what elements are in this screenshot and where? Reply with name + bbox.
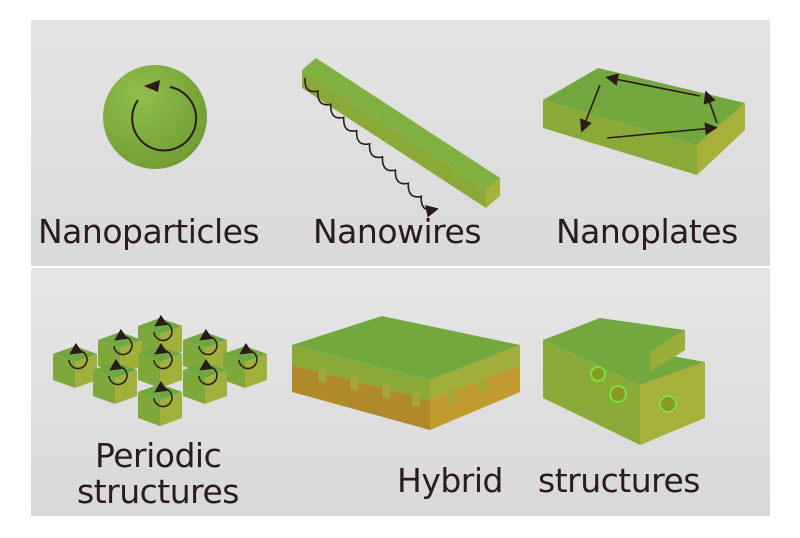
label-structures: structures xyxy=(538,461,700,500)
label-hybrid: Hybrid xyxy=(397,461,503,500)
label-nanoplates: Nanoplates xyxy=(556,212,738,251)
nanoparticle-sphere xyxy=(103,65,207,169)
label-periodic: Periodic xyxy=(95,436,222,475)
nanowire-bar xyxy=(302,58,500,218)
label-nanoparticles: Nanoparticles xyxy=(38,212,260,251)
label-periodic-structures: structures xyxy=(77,472,239,511)
hybrid-slab xyxy=(292,316,520,430)
periodic-cube-array xyxy=(53,318,267,426)
embedded-spheres-block xyxy=(543,318,705,445)
nanoplate xyxy=(543,68,745,175)
label-nanowires: Nanowires xyxy=(313,212,482,251)
